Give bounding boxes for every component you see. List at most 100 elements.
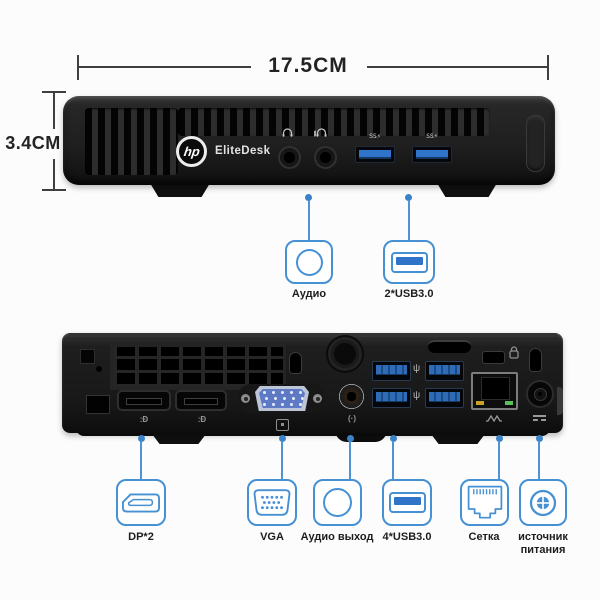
callout-dot: [305, 194, 312, 201]
callout-box-audio: [285, 240, 333, 284]
audio-jack-icon: [323, 488, 352, 517]
callout-line: [498, 441, 500, 479]
power-icon: [529, 489, 557, 516]
dc-jack-inner: [533, 387, 547, 401]
headset-jack: [314, 146, 337, 169]
callout-dot: [138, 435, 145, 442]
width-dim-line-left: [79, 66, 251, 68]
headphone-jack: [278, 146, 301, 169]
network-print-glyph: [486, 414, 502, 423]
usb-tongue: [359, 150, 391, 159]
rear-corner-square: [80, 349, 95, 364]
callout-dot: [279, 435, 286, 442]
dp-slot: [184, 398, 218, 405]
callout-box-usb-front: [383, 240, 435, 284]
rear-view-device: :Đ :Đ (·) ψ ψ: [62, 333, 563, 433]
height-dim-label: 3.4CM: [5, 133, 61, 153]
front-foot-right: [437, 183, 497, 197]
height-dim-tick-bottom: [42, 189, 66, 191]
dc-power-jack: [526, 380, 554, 408]
callout-label: 2*USB3.0: [384, 288, 434, 300]
usb-tongue: [376, 392, 407, 402]
callout-box-ethernet: [460, 479, 509, 526]
headphone-icon: [282, 128, 293, 137]
callout-line: [408, 200, 410, 240]
rear-top-lip: [68, 333, 557, 337]
callout-box-dp: [116, 479, 166, 526]
activity-led: [505, 401, 513, 405]
callout-line: [308, 200, 310, 240]
front-panel-button: [526, 115, 545, 172]
callout-dot: [496, 435, 503, 442]
rear-usb3-port-3: [372, 388, 411, 408]
usb-speed-badge: SS⚡: [369, 133, 381, 140]
mount-keyhole-left: [289, 352, 302, 374]
rear-right-tab: [557, 387, 563, 415]
dp-print-glyph: :Đ: [139, 415, 149, 424]
callout-label: Сетка: [468, 531, 500, 543]
callout-line: [538, 441, 540, 479]
usb-speed-badge: SS⚡: [426, 133, 438, 140]
rear-usb3-port-1: [372, 361, 411, 381]
callout-dot: [347, 435, 354, 442]
dp-print-glyph: :Đ: [197, 415, 207, 424]
displayport-icon: [122, 493, 160, 512]
audio-print-glyph: (·): [348, 414, 356, 423]
audio-jack-icon: [295, 248, 323, 276]
callout-box-audio-out: [313, 479, 362, 526]
vga-dsub-inner: [259, 389, 305, 408]
callout-label: VGA: [260, 531, 284, 543]
callout-line: [392, 441, 394, 479]
displayport-1: [117, 390, 171, 411]
headset-icon: [314, 128, 327, 137]
rear-usb3-port-2: [425, 361, 464, 381]
usb-port-icon: [388, 492, 426, 513]
front-vent-left: [85, 108, 178, 175]
vga-screw: [313, 394, 322, 403]
rj45-opening: [481, 377, 510, 400]
callout-line: [349, 441, 351, 479]
front-usb3-port-2: [412, 146, 452, 163]
usb-tongue: [429, 392, 460, 402]
vga-screw: [241, 394, 250, 403]
ethernet-port: [471, 372, 518, 410]
link-led: [476, 401, 484, 405]
front-usb3-port-1: [355, 146, 395, 163]
width-dim-label: 17.5CM: [268, 54, 348, 77]
rear-small-hole: [96, 366, 102, 372]
vga-port: [238, 384, 325, 413]
ethernet-icon: [467, 485, 502, 519]
padlock-icon: [509, 346, 519, 359]
front-vent-top: [178, 108, 490, 136]
callout-box-usb-rear: [382, 479, 432, 526]
rear-top-slot: [428, 340, 471, 353]
vga-dsub: [255, 386, 309, 411]
usb-tongue: [376, 365, 407, 375]
width-dim-tick-left: [77, 55, 79, 80]
rear-foot-right: [431, 434, 485, 444]
callout-line: [140, 441, 142, 479]
callout-line: [281, 441, 283, 479]
hp-logo-text: hp: [182, 144, 201, 159]
callout-label: 4*USB3.0: [382, 531, 432, 543]
dp-slot: [126, 398, 162, 405]
width-dim-line-right: [367, 66, 547, 68]
model-name: EliteDesk: [215, 145, 271, 157]
usb-tongue: [429, 365, 460, 375]
usb-tongue: [416, 150, 448, 159]
callout-label: источник питания: [518, 531, 568, 556]
height-dim-line-lower: [53, 159, 55, 189]
callout-dot: [390, 435, 397, 442]
rear-usb3-port-4: [425, 388, 464, 408]
callout-dot: [536, 435, 543, 442]
vga-print-glyph: [276, 419, 289, 431]
front-foot-left: [150, 183, 210, 197]
callout-label: Аудио: [291, 288, 327, 300]
width-dim-tick-right: [547, 55, 549, 80]
callout-box-power: [519, 479, 567, 526]
callout-label: DP*2: [128, 531, 154, 543]
height-dim-line-upper: [53, 93, 55, 129]
dc-print-glyph: [533, 415, 546, 421]
vga-icon: [253, 489, 291, 516]
